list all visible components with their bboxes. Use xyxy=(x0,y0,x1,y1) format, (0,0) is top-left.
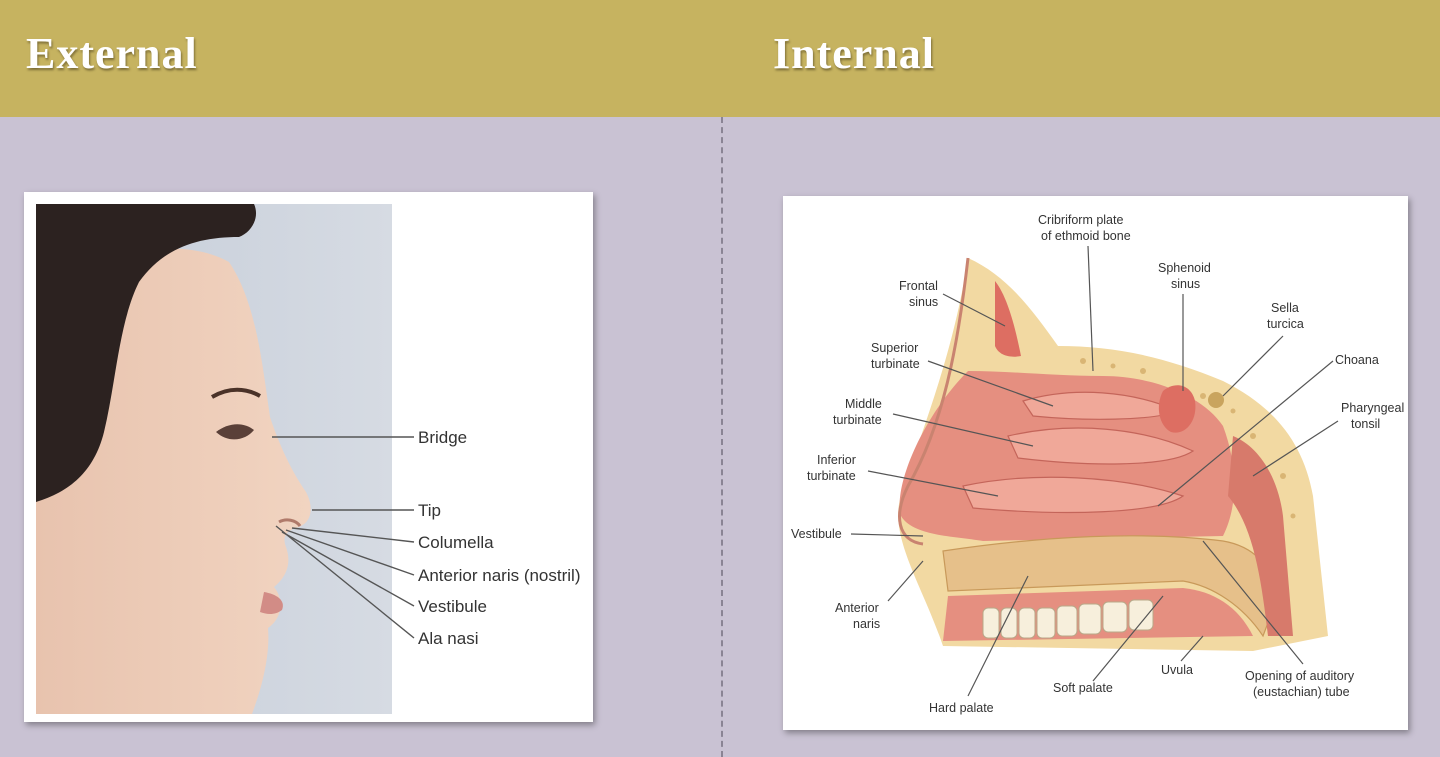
label-frontal-2: sinus xyxy=(909,295,938,309)
leader-lines xyxy=(272,436,415,639)
nostril xyxy=(278,518,302,527)
pharynx xyxy=(1228,436,1293,636)
label-inferior-1: Inferior xyxy=(817,453,856,467)
label-pharyngeal-2: tonsil xyxy=(1351,417,1380,431)
label-middle-1: Middle xyxy=(845,397,882,411)
inferior-turbinate xyxy=(962,476,1185,514)
eye xyxy=(216,424,254,440)
hair xyxy=(36,204,257,502)
label-tip: Tip xyxy=(418,501,441,520)
lips xyxy=(260,592,283,614)
internal-figure: Cribriform plate of ethmoid bone Sphenoi… xyxy=(783,196,1408,730)
internal-nose-illustration: Cribriform plate of ethmoid bone Sphenoi… xyxy=(791,213,1404,715)
external-nose-illustration: Bridge Tip Columella Anterior naris (nos… xyxy=(36,204,581,714)
external-title: External xyxy=(26,29,198,78)
eyebrow xyxy=(210,387,261,399)
label-anterior-naris-2: naris xyxy=(853,617,880,631)
label-anterior-naris-1: Anterior xyxy=(835,601,879,615)
label-soft-palate: Soft palate xyxy=(1053,681,1113,695)
internal-leader-lines xyxy=(850,245,1339,697)
label-sphenoid-1: Sphenoid xyxy=(1158,261,1211,275)
label-sphenoid-2: sinus xyxy=(1171,277,1200,291)
internal-labels: Cribriform plate of ethmoid bone Sphenoi… xyxy=(791,213,1404,715)
external-figure: Bridge Tip Columella Anterior naris (nos… xyxy=(24,192,593,722)
label-anterior-naris: Anterior naris (nostril) xyxy=(418,566,581,585)
label-vestibule: Vestibule xyxy=(418,597,487,616)
label-sella-1: Sella xyxy=(1271,301,1299,315)
label-middle-2: turbinate xyxy=(833,413,882,427)
label-pharyngeal-1: Pharyngeal xyxy=(1341,401,1404,415)
label-columella: Columella xyxy=(418,533,494,552)
label-cribriform-1: Cribriform plate xyxy=(1038,213,1123,227)
section-divider xyxy=(721,117,723,757)
internal-title: Internal xyxy=(773,29,935,78)
frontal-sinus xyxy=(995,281,1021,357)
label-inferior-2: turbinate xyxy=(807,469,856,483)
teeth xyxy=(982,599,1154,639)
label-superior-2: turbinate xyxy=(871,357,920,371)
label-opening-1: Opening of auditory xyxy=(1245,669,1355,683)
middle-turbinate xyxy=(1007,427,1195,465)
label-bridge: Bridge xyxy=(418,428,467,447)
label-frontal-1: Frontal xyxy=(899,279,938,293)
label-sella-2: turcica xyxy=(1267,317,1304,331)
label-opening-2: (eustachian) tube xyxy=(1253,685,1350,699)
sphenoid-sinus xyxy=(1158,385,1196,433)
palate xyxy=(942,535,1279,638)
label-ala-nasi: Ala nasi xyxy=(418,629,478,648)
label-uvula: Uvula xyxy=(1161,663,1193,677)
label-vestibule: Vestibule xyxy=(791,527,842,541)
label-hard-palate: Hard palate xyxy=(929,701,994,715)
nose-outline xyxy=(898,257,970,546)
sella-turcica xyxy=(1208,392,1224,408)
header-bar: External Internal xyxy=(0,0,1440,117)
label-superior-1: Superior xyxy=(871,341,918,355)
label-cribriform-2: of ethmoid bone xyxy=(1041,229,1131,243)
label-choana: Choana xyxy=(1335,353,1379,367)
